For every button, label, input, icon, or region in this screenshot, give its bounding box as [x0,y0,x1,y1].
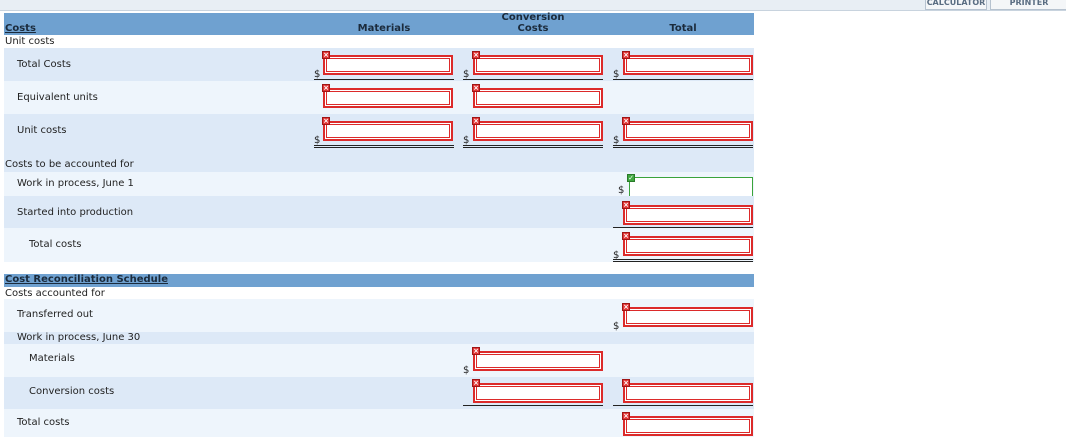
error-icon: × [622,51,630,59]
error-icon: × [622,117,630,125]
row-label-total-costs-accounted: Total costs [29,239,82,250]
conversion-equivalent-units-input[interactable] [476,91,600,105]
row-materials [4,344,754,377]
total-transferred-out-field[interactable] [623,307,753,327]
total-total-costs-accounted-field[interactable] [623,236,753,256]
error-icon: × [322,84,330,92]
row-label-unit-costs: Unit costs [17,125,67,136]
materials-total-costs-input[interactable] [326,58,450,72]
printer-version-button[interactable]: PRINTER VERSION [990,0,1066,10]
materials-unit-costs-field[interactable] [323,121,453,141]
error-icon: × [622,232,630,240]
row-label-materials: Materials [29,353,75,364]
error-icon: × [322,51,330,59]
materials-total-costs-field[interactable] [323,55,453,75]
conversion-materials-field[interactable] [473,351,603,371]
error-icon: × [472,347,480,355]
row-wip-june-30 [4,332,754,344]
row-label-total-costs-reconciliation: Total costs [17,417,70,428]
total-unit-costs-input[interactable] [626,124,750,138]
total-wip-june-30-input[interactable] [626,386,750,400]
total-total-costs-field[interactable] [623,55,753,75]
materials-column-header: Materials [314,13,454,36]
costs-to-be-accounted-section-label: Costs to be accounted for [5,159,134,170]
error-icon: × [472,84,480,92]
reconciliation-header-bar [4,274,754,287]
top-toolbar: CALCULATOR PRINTER VERSION [0,0,1066,11]
row-label-conversion-costs: Conversion costs [29,386,115,397]
row-label-wip-june-1: Work in process, June 1 [17,178,134,189]
row-label-total-costs: Total Costs [17,59,71,70]
materials-equivalent-units-field[interactable] [323,88,453,108]
error-icon: × [472,51,480,59]
total-started-into-production-field[interactable] [623,205,753,225]
materials-unit-costs-input[interactable] [326,124,450,138]
check-icon: ✓ [627,174,635,182]
conversion-materials-input[interactable] [476,354,600,368]
total-total-costs-accounted-input[interactable] [626,239,750,253]
costs-accounted-for-section-label: Costs accounted for [5,288,105,299]
row-label-equivalent-units: Equivalent units [17,92,98,103]
error-icon: × [472,117,480,125]
conversion-total-costs-field[interactable] [473,55,603,75]
error-icon: × [622,412,630,420]
total-total-costs-reconciliation-field[interactable] [623,416,753,436]
total-wip-june-30-field[interactable] [623,383,753,403]
row-label-started-into-production: Started into production [17,207,134,218]
calculator-button[interactable]: CALCULATOR [925,0,987,10]
total-total-costs-input[interactable] [626,58,750,72]
row-label-wip-june-30: Work in process, June 30 [17,332,141,343]
costs-heading: Costs [5,23,36,34]
total-column-header: Total [613,13,753,36]
total-started-into-production-input[interactable] [626,208,750,222]
error-icon: × [622,379,630,387]
unit-costs-section-label: Unit costs [5,36,55,47]
conversion-total-costs-input[interactable] [476,58,600,72]
error-icon: × [622,201,630,209]
cost-reconciliation-heading: Cost Reconciliation Schedule [5,274,168,285]
error-icon: × [622,303,630,311]
total-unit-costs-field[interactable] [623,121,753,141]
total-wip-june-1-input[interactable] [631,179,751,195]
materials-equivalent-units-input[interactable] [326,91,450,105]
total-transferred-out-input[interactable] [626,310,750,324]
error-icon: × [322,117,330,125]
conversion-equivalent-units-field[interactable] [473,88,603,108]
header-bar [4,13,754,35]
conversion-conversion-costs-field[interactable] [473,383,603,403]
conversion-unit-costs-field[interactable] [473,121,603,141]
conversion-conversion-costs-input[interactable] [476,386,600,400]
conversion-unit-costs-input[interactable] [476,124,600,138]
total-total-costs-reconciliation-input[interactable] [626,419,750,433]
total-wip-june-1-field[interactable] [629,177,753,197]
error-icon: × [472,379,480,387]
row-label-transferred-out: Transferred out [17,309,93,320]
